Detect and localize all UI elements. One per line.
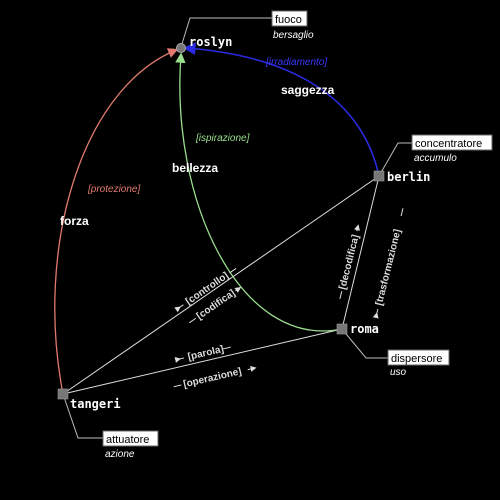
callout-line-attuatore xyxy=(62,393,103,439)
node-berlin xyxy=(373,170,385,182)
edge-label-group-decodifica: [decodifica] xyxy=(337,224,362,300)
curve-bellezza xyxy=(175,52,343,332)
curve-tag-forza: [protezione] xyxy=(87,184,140,195)
edge-label-group-operazione: [operazione] xyxy=(173,366,257,390)
node-label-roslyn: roslyn xyxy=(189,35,232,49)
edge-tangeri-berlin xyxy=(62,175,380,395)
curve-name-saggezza: saggezza xyxy=(281,83,335,97)
callout-attuatore-subtitle: azione xyxy=(105,449,135,460)
node-label-roma: roma xyxy=(350,322,379,336)
edge-label-group-trasformazione: [trasformazione] xyxy=(372,208,404,319)
node-label-berlin: berlin xyxy=(387,170,430,184)
callout-dispersore: dispersore uso xyxy=(387,349,450,378)
callout-dispersore-subtitle: uso xyxy=(390,367,407,378)
curve-tag-saggezza: [irradiamento] xyxy=(265,57,327,68)
edge-label-group-parola: [parola] xyxy=(174,344,231,363)
callout-line-dispersore xyxy=(341,328,388,359)
callout-line-fuoco xyxy=(180,17,272,48)
curve-name-forza: forza xyxy=(60,214,89,228)
callout-attuatore: attuatore azione xyxy=(102,430,159,460)
callout-attuatore-title: attuatore xyxy=(106,434,149,446)
edge-roma-berlin xyxy=(341,175,380,330)
callout-concentratore: concentratore accumulo xyxy=(411,134,493,164)
callout-dispersore-title: dispersore xyxy=(391,353,442,365)
edge-label-trasformazione: [trasformazione] xyxy=(374,228,404,307)
node-roma xyxy=(336,323,348,335)
edge-label-operazione: [operazione] xyxy=(182,366,242,390)
edge-label-parola: [parola] xyxy=(187,344,225,363)
callout-line-concentratore xyxy=(378,142,412,177)
node-tangeri xyxy=(57,388,69,400)
callout-concentratore-subtitle: accumulo xyxy=(414,153,457,164)
edge-tangeri-roma xyxy=(62,328,343,395)
curve-forza xyxy=(54,48,179,395)
callout-fuoco-subtitle: bersaglio xyxy=(273,30,314,41)
node-roslyn xyxy=(176,43,186,53)
callout-fuoco: fuoco bersaglio xyxy=(271,10,314,41)
curve-name-bellezza: bellezza xyxy=(172,161,218,175)
node-label-tangeri: tangeri xyxy=(70,397,121,411)
curve-tag-bellezza: [ispirazione] xyxy=(195,133,250,144)
callout-concentratore-title: concentratore xyxy=(415,138,482,150)
callout-fuoco-title: fuoco xyxy=(275,14,302,26)
curve-saggezza xyxy=(182,42,380,177)
